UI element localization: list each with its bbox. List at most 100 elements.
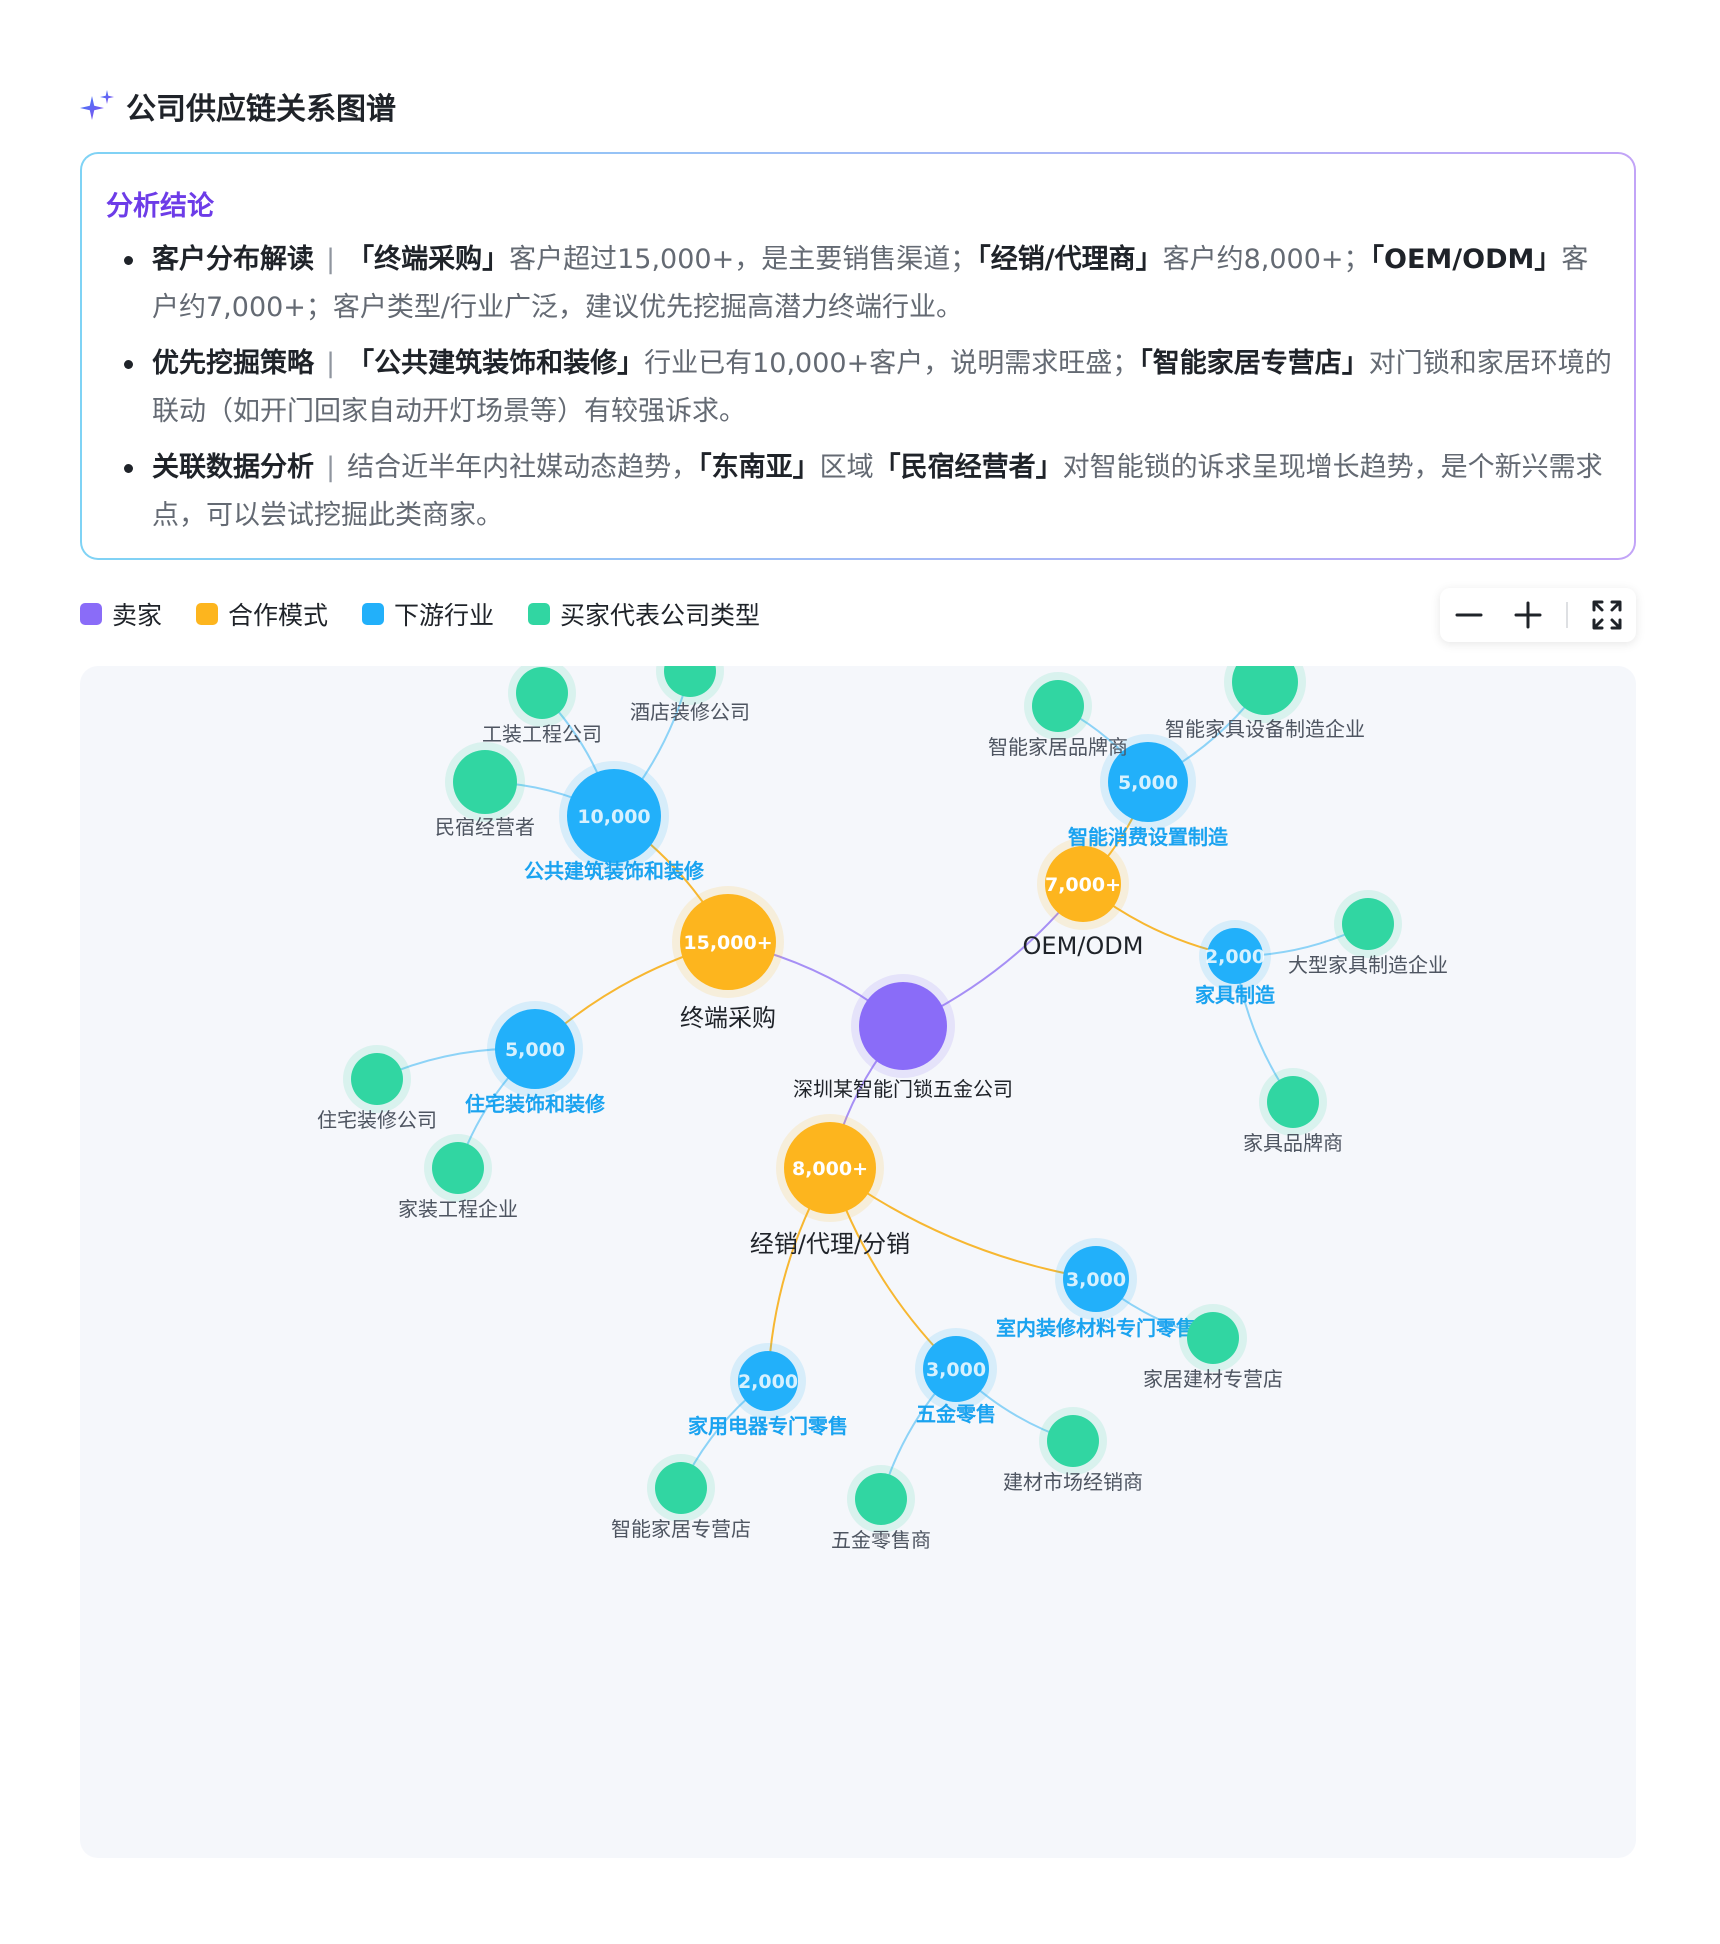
graph-legend: 卖家 合作模式 下游行业买家代表公司类型 xyxy=(80,598,794,630)
node-circle[interactable] xyxy=(1267,1076,1319,1128)
legend-item[interactable]: 买家代表公司类型 xyxy=(528,596,760,632)
bullet-text: 客户约8,000+； xyxy=(1162,244,1371,275)
analysis-bullet: 关联数据分析|结合近半年内社媒动态趋势，「东南亚」区域「民宿经营者」对智能锁的诉… xyxy=(122,444,1612,540)
bullet-highlight: 「公共建筑装饰和装修」 xyxy=(347,348,645,379)
graph-node-mode[interactable]: 8,000+经销/代理/分销 xyxy=(750,1114,910,1258)
graph-node-buyer[interactable]: 酒店装修公司 xyxy=(630,666,750,724)
node-value: 15,000+ xyxy=(683,932,772,954)
node-circle[interactable] xyxy=(1047,1415,1099,1467)
node-label: 家用电器专门零售 xyxy=(688,1414,848,1438)
node-circle[interactable] xyxy=(855,1473,907,1525)
legend-swatch xyxy=(196,603,219,625)
fullscreen-icon xyxy=(1592,600,1622,630)
graph-node-industry[interactable]: 2,000 家用电器专门零售 xyxy=(688,1343,848,1438)
fullscreen-button[interactable] xyxy=(1587,595,1627,635)
node-circle[interactable] xyxy=(1187,1312,1239,1364)
bullet-highlight: 「OEM/ODM」 xyxy=(1370,244,1562,275)
graph-node-mode[interactable]: 7,000+OEM/ODM xyxy=(1023,838,1144,960)
node-circle[interactable] xyxy=(784,1122,876,1214)
node-circle[interactable] xyxy=(495,1009,575,1089)
sparkle-icon xyxy=(80,90,114,120)
node-circle[interactable] xyxy=(738,1351,798,1411)
node-circle[interactable] xyxy=(453,750,517,814)
graph-canvas[interactable]: 深圳某智能门锁五金公司 15,000+ 终端采购 7,000+OEM/ODM 8,000… xyxy=(80,666,1636,1858)
node-circle[interactable] xyxy=(1232,666,1298,715)
node-circle[interactable] xyxy=(567,769,661,863)
node-label: 住宅装修公司 xyxy=(317,1108,437,1132)
node-circle[interactable] xyxy=(351,1053,403,1105)
legend-label: 合作模式 xyxy=(228,601,329,630)
node-circle[interactable] xyxy=(1045,846,1121,922)
node-label: 室内装修材料专门零售 xyxy=(996,1316,1196,1340)
node-label: 深圳某智能门锁五金公司 xyxy=(793,1077,1013,1101)
node-label: 家具制造 xyxy=(1195,983,1276,1007)
node-value: 3,000 xyxy=(926,1359,986,1381)
graph-node-mode[interactable]: 15,000+ 终端采购 xyxy=(672,886,784,1032)
node-circle[interactable] xyxy=(859,982,947,1070)
graph-node-buyer[interactable]: 住宅装修公司 xyxy=(317,1045,437,1132)
node-label: 五金零售商 xyxy=(831,1528,931,1552)
bullet-separator: | xyxy=(326,244,336,275)
node-circle[interactable] xyxy=(1063,1246,1129,1312)
graph-node-buyer[interactable]: 家装工程企业 xyxy=(398,1134,518,1221)
node-circle[interactable] xyxy=(655,1462,707,1514)
node-circle[interactable] xyxy=(1108,742,1188,822)
bullet-text: 区域 xyxy=(819,452,874,483)
graph-node-seller[interactable]: 深圳某智能门锁五金公司 xyxy=(793,974,1013,1101)
node-value: 10,000 xyxy=(577,806,650,828)
node-circle[interactable] xyxy=(680,894,776,990)
node-circle[interactable] xyxy=(1207,928,1263,984)
node-circle[interactable] xyxy=(432,1142,484,1194)
graph-node-industry[interactable]: 10,000 公共建筑装饰和装修 xyxy=(524,761,705,883)
bullet-highlight: 「智能家居专营店」 xyxy=(1139,348,1369,379)
node-value: 5,000 xyxy=(505,1039,565,1061)
bullet-heading: 优先挖掘策略 xyxy=(152,348,314,379)
graph-node-buyer[interactable]: 家具品牌商 xyxy=(1243,1068,1343,1155)
zoom-in-button[interactable] xyxy=(1508,595,1548,635)
graph-node-buyer[interactable]: 智能家具设备制造企业 xyxy=(1165,666,1365,741)
graph-node-buyer[interactable]: 智能家居品牌商 xyxy=(988,672,1128,759)
node-label: 智能家具设备制造企业 xyxy=(1165,717,1365,741)
graph-node-buyer[interactable]: 大型家具制造企业 xyxy=(1288,890,1448,977)
node-circle[interactable] xyxy=(516,667,568,719)
graph-node-buyer[interactable]: 家居建材专营店 xyxy=(1143,1304,1283,1391)
bullet-text: 客户超过15,000+，是主要销售渠道； xyxy=(509,244,978,275)
graph-node-buyer[interactable]: 智能家居专营店 xyxy=(611,1454,751,1541)
node-label: 酒店装修公司 xyxy=(630,700,750,724)
plus-icon xyxy=(1514,601,1542,629)
graph-node-buyer[interactable]: 五金零售商 xyxy=(831,1465,931,1552)
node-value: 3,000 xyxy=(1066,1269,1126,1291)
zoom-out-button[interactable] xyxy=(1449,595,1489,635)
node-circle[interactable] xyxy=(664,666,716,697)
toolbar-divider xyxy=(1566,602,1569,628)
node-circle[interactable] xyxy=(1342,898,1394,950)
graph-node-industry[interactable]: 3,000 室内装修材料专门零售 xyxy=(996,1238,1196,1340)
bullet-text: 对门锁和家居环境的联动（如开门回家自动开灯场景等）有较强诉求。 xyxy=(152,348,1612,427)
node-label: 住宅装饰和装修 xyxy=(465,1092,606,1116)
bullet-text: 行业已有10,000+客户，说明需求旺盛； xyxy=(644,348,1140,379)
graph-node-buyer[interactable]: 工装工程公司 xyxy=(482,666,602,746)
node-value: 2,000 xyxy=(738,1371,798,1393)
bullet-text: 客户约7,000+；客户类型/行业广泛，建议优先挖掘高潜力终端行业。 xyxy=(152,244,1589,323)
node-label: 智能家居品牌商 xyxy=(988,735,1128,759)
node-label: 建材市场经销商 xyxy=(1003,1470,1143,1494)
bullet-heading: 客户分布解读 xyxy=(152,244,314,275)
node-label: 大型家具制造企业 xyxy=(1288,953,1448,977)
node-label: 公共建筑装饰和装修 xyxy=(524,859,705,883)
legend-item[interactable]: 下游行业 xyxy=(362,596,494,632)
page-title: 公司供应链关系图谱 xyxy=(126,92,396,127)
graph-node-buyer[interactable]: 建材市场经销商 xyxy=(1003,1407,1143,1494)
node-circle[interactable] xyxy=(923,1336,989,1402)
graph-node-buyer[interactable]: 民宿经营者 xyxy=(435,742,535,839)
supply-chain-graph[interactable]: 深圳某智能门锁五金公司 15,000+ 终端采购 7,000+OEM/ODM 8,000… xyxy=(80,666,1636,1858)
node-label: 家装工程企业 xyxy=(398,1197,518,1221)
node-circle[interactable] xyxy=(1032,680,1084,732)
graph-node-industry[interactable]: 5,000 住宅装饰和装修 xyxy=(465,1001,606,1116)
node-label: 终端采购 xyxy=(680,1004,776,1032)
legend-item[interactable]: 合作模式 xyxy=(196,596,328,632)
bullet-highlight: 「经销/代理商」 xyxy=(977,244,1163,275)
legend-item[interactable]: 卖家 xyxy=(80,596,162,632)
